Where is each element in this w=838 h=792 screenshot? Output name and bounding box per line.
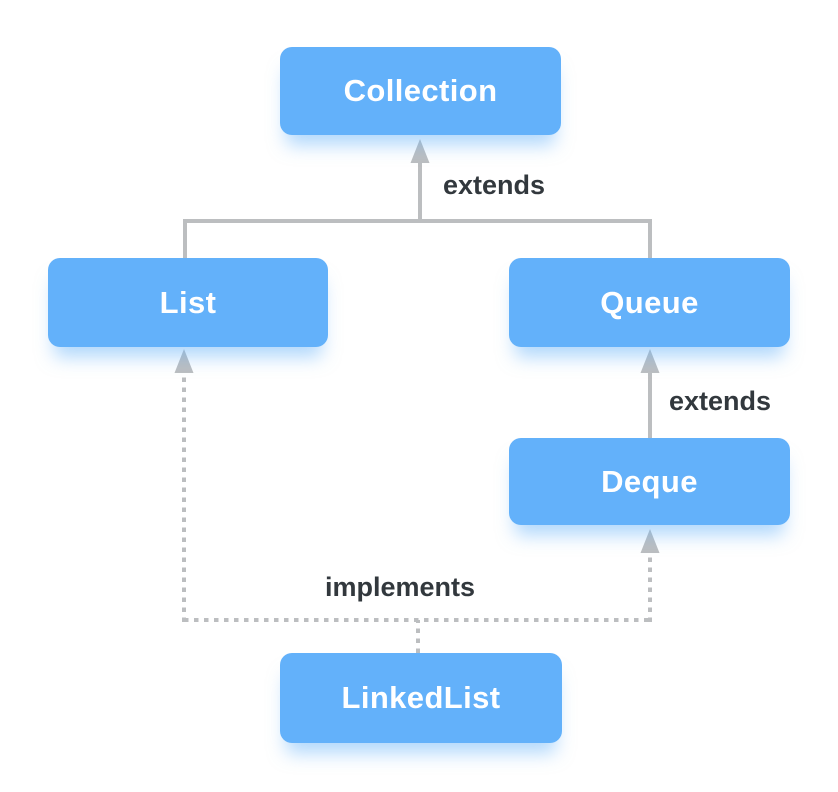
node-queue-label: Queue [600, 284, 699, 320]
node-deque-label: Deque [601, 463, 698, 499]
node-linkedlist-label: LinkedList [341, 680, 501, 715]
edge-label-extends-collection: extends [442, 170, 546, 200]
node-deque: Deque [509, 438, 790, 525]
node-queue: Queue [509, 258, 790, 347]
node-list-label: List [159, 284, 217, 320]
node-list: List [48, 258, 328, 347]
node-collection: Collection [280, 47, 561, 135]
arrowhead-into-queue [640, 349, 660, 373]
arrowhead-into-collection [410, 139, 430, 163]
node-collection-label: Collection [343, 73, 498, 108]
arrowhead-into-deque [640, 529, 660, 553]
edge-label-implements: implements [324, 572, 476, 602]
node-linkedlist: LinkedList [280, 653, 562, 743]
edge-label-extends-queue: extends [668, 386, 772, 416]
arrowhead-into-list [174, 349, 194, 373]
